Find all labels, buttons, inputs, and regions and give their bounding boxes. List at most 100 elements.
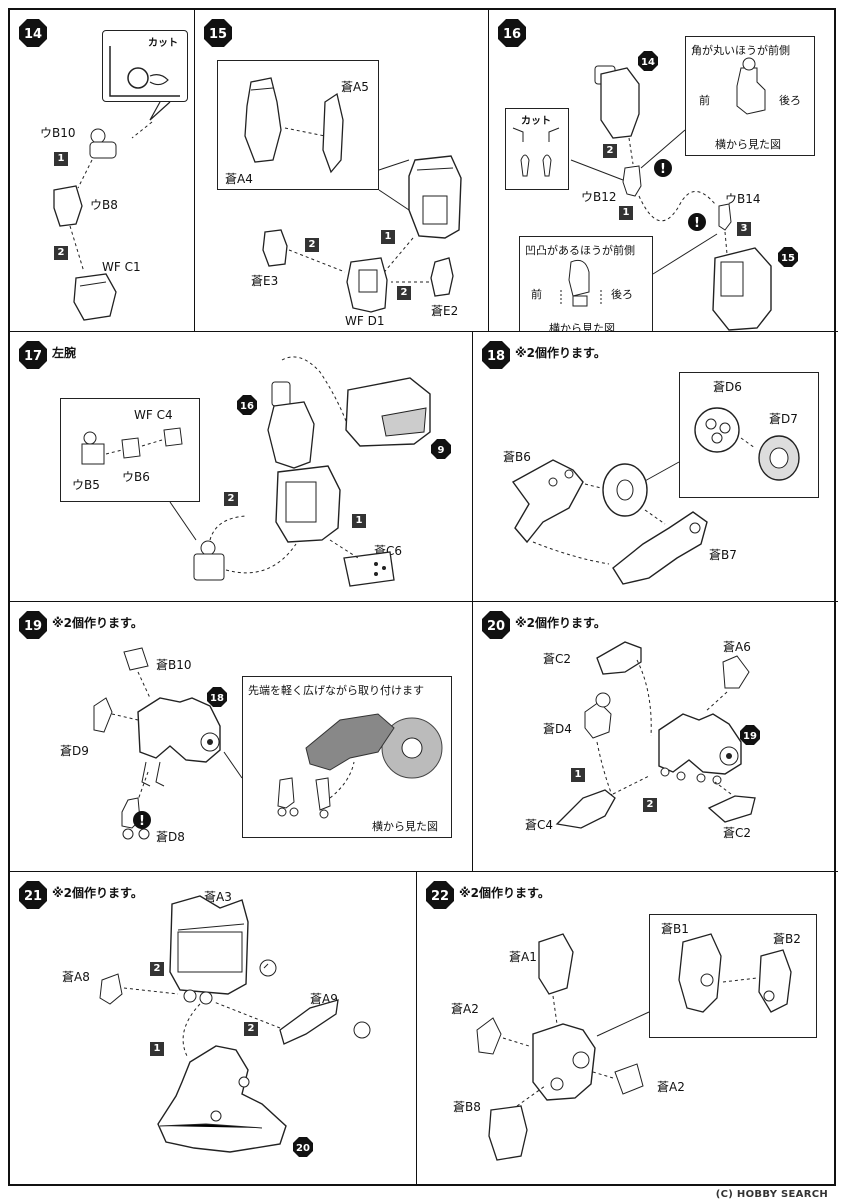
step-number: 15: [209, 27, 227, 42]
part-art: [53, 46, 180, 321]
step-17-panel: 17 左腕 WF C4 ウB5 ウB6 蒼C6: [10, 332, 473, 602]
svg-text:16: 16: [240, 401, 254, 412]
step-22-panel: 22 ※2個作ります。 蒼B1 蒼B2 蒼A1 蒼A2 蒼A2 蒼B8: [417, 872, 838, 1186]
step-note: ※2個作ります。: [459, 886, 550, 900]
sequence-marker: 2: [244, 1022, 258, 1036]
part-art: [476, 933, 792, 1161]
part-label-c2-top: 蒼C2: [543, 652, 572, 666]
svg-text:!: !: [694, 216, 700, 231]
step-number-badge: 21: [19, 881, 47, 909]
part-label-ub5: ウB5: [72, 478, 100, 492]
subassembly-box: [217, 60, 379, 190]
part-label-d8: 蒼D8: [156, 830, 185, 844]
part-label-e2: 蒼E2: [431, 304, 459, 318]
step-note: ※2個作ります。: [52, 886, 143, 900]
sequence-marker: 1: [619, 206, 633, 220]
step-number: 22: [431, 889, 449, 904]
tip-text: 先端を軽く広げながら取り付けます: [248, 684, 424, 697]
part-label-d6: 蒼D6: [713, 380, 742, 394]
part-art: [511, 407, 800, 585]
sequence-marker: 2: [305, 238, 319, 252]
cut-label: カット: [148, 38, 178, 49]
part-label-b10: 蒼B10: [156, 658, 192, 672]
step-19-panel: 19 ※2個作ります。 先端を軽く広げながら取り付けます 横から見た図 蒼B10…: [10, 602, 473, 872]
side-view-label: 横から見た図: [715, 138, 781, 151]
step-note: 左腕: [52, 346, 77, 360]
part-art: ! !: [512, 57, 772, 331]
svg-text:18: 18: [210, 693, 224, 704]
step-number-badge: 20: [482, 611, 510, 639]
part-label-a3: 蒼A3: [204, 890, 232, 904]
svg-text:9: 9: [438, 445, 445, 456]
svg-text:19: 19: [743, 731, 757, 742]
step-number: 16: [503, 27, 521, 42]
step-21-panel: 21 ※2個作ります。 蒼A3 蒼A8 蒼A9: [10, 872, 417, 1186]
step-note: ※2個作ります。: [515, 346, 606, 360]
svg-text:15: 15: [781, 253, 795, 264]
part-art: [244, 77, 462, 313]
part-label-b6: 蒼B6: [503, 450, 531, 464]
cut-label: カット: [521, 116, 551, 127]
svg-text:20: 20: [296, 1143, 310, 1154]
front-label: 前: [699, 94, 710, 107]
part-art: [81, 356, 431, 587]
part-label-a4: 蒼A4: [225, 172, 253, 186]
part-label-wfc4: WF C4: [134, 408, 173, 422]
step-number-badge: 17: [19, 341, 47, 369]
sequence-marker: 1: [352, 514, 366, 528]
part-label-d9: 蒼D9: [60, 744, 89, 758]
part-label-ub14: ウB14: [725, 192, 761, 206]
step-number: 19: [24, 619, 42, 634]
side-view-label: 横から見た図: [372, 820, 438, 833]
side-view-label-2: 横から見た図: [549, 322, 615, 332]
step-number: 17: [24, 349, 42, 364]
part-label-ub12: ウB12: [581, 190, 617, 204]
step-ref-badge: 20: [293, 1137, 313, 1157]
step-14-panel: 14 カット ウB10 ウB8 WF C1 1 2: [10, 10, 195, 332]
orientation-note-title-2: 凹凸があるほうが前側: [525, 244, 635, 257]
sequence-marker: 1: [571, 768, 585, 782]
step-number-badge: 15: [204, 19, 232, 47]
step-ref-badge: 18: [207, 687, 227, 707]
part-label-ub8: ウB8: [90, 198, 118, 212]
svg-text:14: 14: [641, 57, 655, 68]
step-20-panel: 20 ※2個作ります。 蒼C2 蒼A6 蒼D4 蒼C4 蒼C2: [473, 602, 838, 872]
sequence-marker: 1: [150, 1042, 164, 1056]
instruction-sheet: 14 カット ウB10 ウB8 WF C1 1 2 15: [8, 8, 838, 1186]
front-label-2: 前: [531, 288, 542, 301]
part-label-e3: 蒼E3: [251, 274, 279, 288]
svg-text:!: !: [660, 162, 666, 177]
part-label-a2-right: 蒼A2: [657, 1080, 685, 1094]
back-label: 後ろ: [779, 94, 801, 107]
part-label-d4: 蒼D4: [543, 722, 572, 736]
step-ref-badge: 9: [431, 439, 451, 459]
part-label-a1: 蒼A1: [509, 950, 537, 964]
sequence-marker: 1: [381, 230, 395, 244]
step-number-badge: 22: [426, 881, 454, 909]
part-label-c4: 蒼C4: [525, 818, 554, 832]
step-16-panel: 16 角が丸いほうが前側 前 後ろ 横から見た図 カット 凹凸があるほうが前側 …: [489, 10, 838, 332]
step-ref-badge: 14: [638, 51, 658, 71]
sequence-marker: 2: [54, 246, 68, 260]
sequence-marker: 2: [397, 286, 411, 300]
sequence-marker: 2: [603, 144, 617, 158]
step-number: 20: [487, 619, 505, 634]
part-label-ub6: ウB6: [122, 470, 150, 484]
step-note: ※2個作ります。: [52, 616, 143, 630]
part-label-b8: 蒼B8: [453, 1100, 481, 1114]
sequence-marker: 3: [737, 222, 751, 236]
step-number-badge: 16: [498, 19, 526, 47]
sequence-marker: 2: [224, 492, 238, 506]
part-label-b2: 蒼B2: [773, 932, 801, 946]
footer: (C) HOBBY SEARCH: [0, 1186, 844, 1200]
part-label-wfd1: WF D1: [345, 314, 385, 328]
sequence-marker: 2: [150, 962, 164, 976]
step-number-badge: 19: [19, 611, 47, 639]
part-label-wfc1: WF C1: [102, 260, 141, 274]
part-label-d7: 蒼D7: [769, 412, 798, 426]
back-label-2: 後ろ: [611, 288, 633, 301]
sequence-marker: 2: [643, 798, 657, 812]
watermark: (C) HOBBY SEARCH: [715, 1189, 828, 1200]
step-18-panel: 18 ※2個作ります。 蒼D6 蒼D7 蒼B6 蒼B7: [473, 332, 838, 602]
part-label-a8: 蒼A8: [62, 970, 90, 984]
